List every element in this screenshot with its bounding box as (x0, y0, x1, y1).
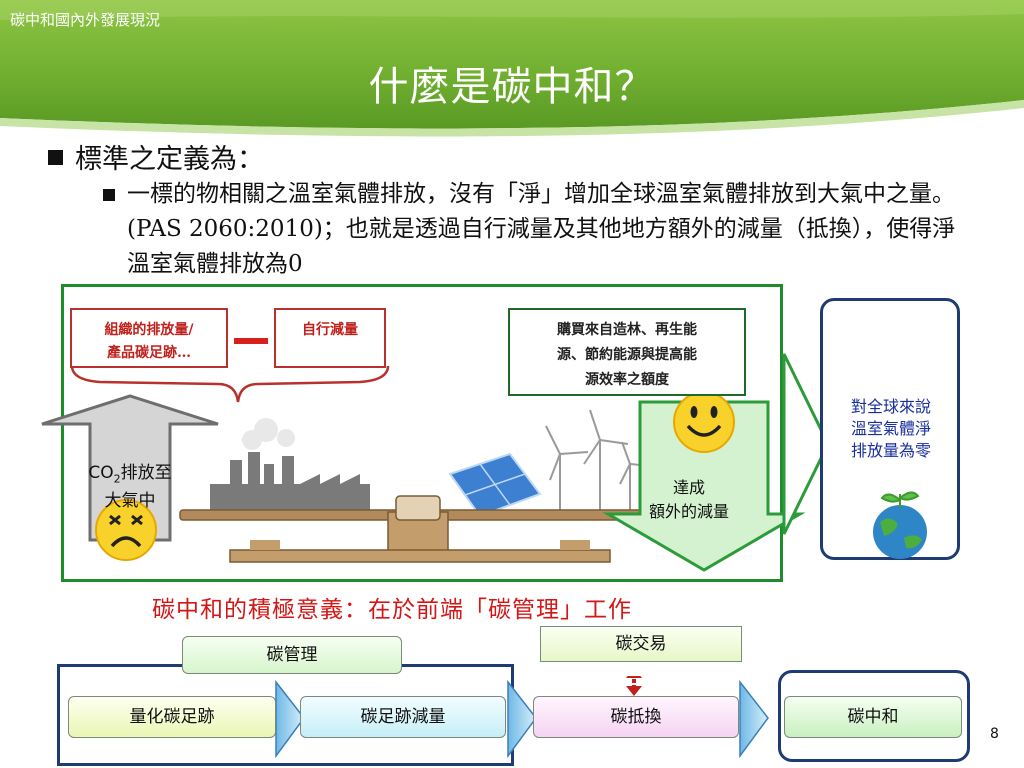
chevron-right-icon (507, 679, 537, 759)
chevron-right-icon (275, 679, 305, 759)
step-quantify-footprint: 量化碳足跡 (68, 696, 276, 738)
bullet-square-icon (103, 189, 115, 201)
self-reduction-box: 自行減量 (274, 308, 386, 368)
emission-box: 組織的排放量/ 產品碳足跡… (70, 308, 228, 368)
global-result-text: 對全球來說 溫室氣體淨 排放量為零 (832, 396, 950, 462)
process-arrows (275, 676, 769, 759)
additional-reduction-label: 達成 額外的減量 (624, 476, 754, 524)
page-number: 8 (990, 726, 999, 742)
carbon-trading-label: 碳交易 (540, 626, 742, 662)
bullet-square-icon (48, 150, 63, 165)
co2-subscript: 2 (113, 472, 121, 486)
minus-icon (234, 338, 268, 344)
page-title: 什麼是碳中和？ (368, 64, 656, 110)
sad-face-icon (95, 499, 157, 561)
balance-scale-illustration (41, 353, 830, 572)
offset-box-line2: 源、節約能源與提高能 (557, 347, 697, 363)
scale-icon (179, 495, 671, 563)
section-label: 碳中和國內外發展現況 (10, 11, 161, 29)
global-result-line3: 排放量為零 (850, 441, 931, 460)
curly-brace-icon (70, 365, 390, 403)
offset-arrow-line1: 達成 (672, 478, 705, 497)
down-arrow-icon (602, 400, 806, 572)
significance-statement: 碳中和的積極意義：在於前端「碳管理」工作 (152, 597, 632, 623)
happy-face-icon (673, 391, 735, 453)
bullet-level2: 一標的物相關之溫室氣體排放，沒有「淨」增加全球溫室氣體排放到大氣中之量。(PAS… (103, 177, 983, 282)
carbon-balance-diagram (61, 284, 783, 582)
carbon-management-label: 碳管理 (182, 636, 402, 674)
carbon-neutral-group (778, 670, 970, 762)
header-banner (0, 0, 1024, 137)
bullet-level1-text: 標準之定義為： (75, 144, 264, 175)
emission-box-line2: 產品碳足跡… (107, 345, 191, 361)
co2-prefix: CO (88, 463, 114, 483)
chevron-right-icon (739, 679, 769, 759)
earth-plant-icon (873, 491, 927, 559)
solar-panel-icon (448, 452, 542, 518)
step-carbon-neutral: 碳中和 (784, 696, 962, 738)
offset-purchase-box: 購買來自造林、再生能 源、節約能源與提高能 源效率之額度 (508, 308, 746, 396)
up-arrow-icon (41, 394, 219, 542)
offset-box-line1: 購買來自造林、再生能 (557, 322, 697, 338)
offset-box-line3: 源效率之額度 (585, 372, 669, 388)
co2-line2: 大氣中 (104, 491, 156, 512)
double-arrow-icon (626, 676, 642, 696)
bullet-level2-text: 一標的物相關之溫室氣體排放，沒有「淨」增加全球溫室氣體排放到大氣中之量。(PAS… (127, 181, 956, 277)
emission-box-line1: 組織的排放量/ (104, 322, 194, 338)
global-result-line1: 對全球來說 (850, 397, 931, 416)
factory-icon (210, 452, 370, 510)
bullet-level1: 標準之定義為： (48, 137, 264, 176)
offset-arrow-line2: 額外的減量 (648, 502, 729, 521)
global-result-line2: 溫室氣體淨 (850, 419, 931, 438)
co2-suffix: 排放至 (120, 463, 172, 483)
step-carbon-offset: 碳抵換 (533, 696, 739, 738)
co2-emission-label: CO2排放至 大氣中 (70, 462, 190, 512)
step-footprint-reduction: 碳足跡減量 (300, 696, 506, 738)
